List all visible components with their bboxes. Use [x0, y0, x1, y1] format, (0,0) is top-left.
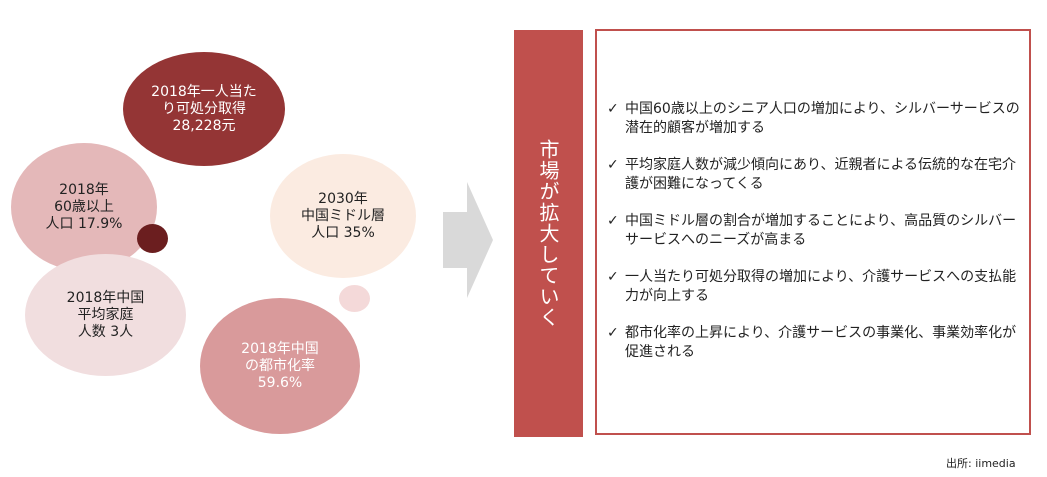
- middle-class-bubble: 2030年 中国ミドル層 人口 35%: [270, 154, 416, 278]
- point-text: 都市化率の上昇により、介護サービスの事業化、事業効率化が促進される: [625, 325, 1017, 360]
- checkmark-icon: ✓: [607, 157, 619, 173]
- income-bubble-label: 2018年一人当た り可処分取得 28,228元: [151, 83, 257, 134]
- point-item: ✓ 中国ミドル層の割合が増加することにより、高品質のシルバーサービスへのニーズが…: [607, 212, 1025, 250]
- decorative-dot-light: [339, 285, 370, 312]
- right-arrow-icon: [443, 182, 493, 298]
- market-expansion-box: 市場が拡大していく: [514, 30, 583, 437]
- point-item: ✓ 都市化率の上昇により、介護サービスの事業化、事業効率化が促進される: [607, 324, 1025, 362]
- points-list: ✓ 中国60歳以上のシニア人口の増加により、シルバーサービスの潜在的顧客が増加す…: [607, 100, 1025, 380]
- urbanization-bubble: 2018年中国 の都市化率 59.6%: [200, 298, 360, 434]
- elderly-population-bubble-label: 2018年 60歳以上 人口 17.9%: [45, 181, 123, 232]
- source-note: 出所: iimedia: [946, 457, 1016, 470]
- point-item: ✓ 一人当たり可処分取得の増加により、介護サービスへの支払能力が向上する: [607, 268, 1025, 306]
- point-text: 平均家庭人数が減少傾向にあり、近親者による伝統的な在宅介護が困難になってくる: [625, 157, 1017, 192]
- point-text: 一人当たり可処分取得の増加により、介護サービスへの支払能力が向上する: [625, 269, 1017, 304]
- point-item: ✓ 中国60歳以上のシニア人口の増加により、シルバーサービスの潜在的顧客が増加す…: [607, 100, 1025, 138]
- point-text: 中国60歳以上のシニア人口の増加により、シルバーサービスの潜在的顧客が増加する: [625, 101, 1020, 136]
- decorative-dot-dark: [137, 224, 168, 253]
- checkmark-icon: ✓: [607, 101, 619, 117]
- middle-class-bubble-label: 2030年 中国ミドル層 人口 35%: [301, 190, 385, 241]
- household-size-bubble-label: 2018年中国 平均家庭 人数 3人: [66, 289, 145, 340]
- checkmark-icon: ✓: [607, 269, 619, 285]
- points-panel: ✓ 中国60歳以上のシニア人口の増加により、シルバーサービスの潜在的顧客が増加す…: [595, 29, 1031, 435]
- income-bubble: 2018年一人当た り可処分取得 28,228元: [123, 52, 285, 166]
- household-size-bubble: 2018年中国 平均家庭 人数 3人: [25, 254, 186, 376]
- market-expansion-label: 市場が拡大していく: [536, 139, 560, 328]
- checkmark-icon: ✓: [607, 213, 619, 229]
- urbanization-bubble-label: 2018年中国 の都市化率 59.6%: [241, 340, 319, 391]
- point-text: 中国ミドル層の割合が増加することにより、高品質のシルバーサービスへのニーズが高ま…: [625, 213, 1017, 248]
- elderly-population-bubble: 2018年 60歳以上 人口 17.9%: [11, 143, 157, 271]
- point-item: ✓ 平均家庭人数が減少傾向にあり、近親者による伝統的な在宅介護が困難になってくる: [607, 156, 1025, 194]
- checkmark-icon: ✓: [607, 325, 619, 341]
